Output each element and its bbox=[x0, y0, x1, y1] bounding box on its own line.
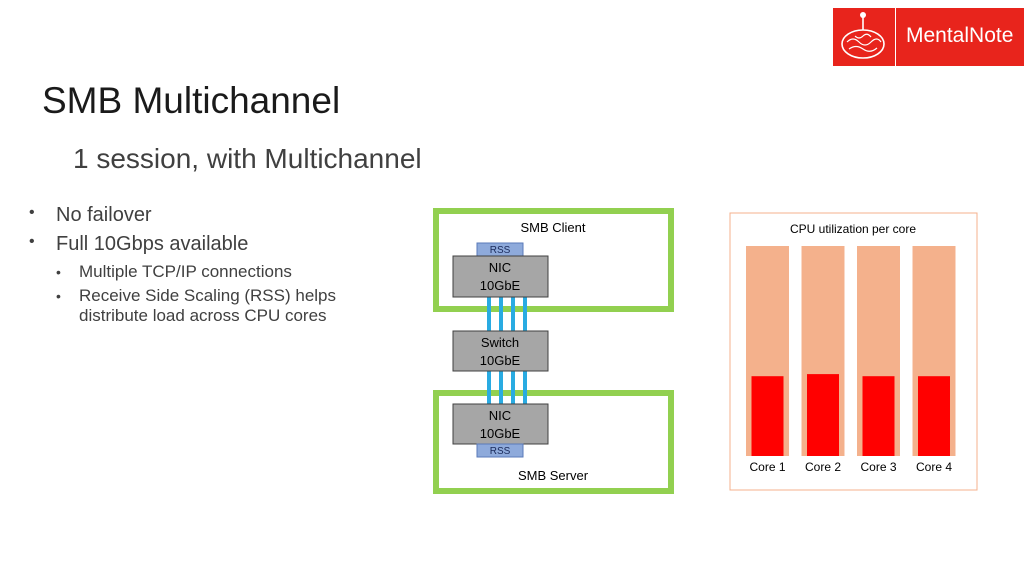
bullet-item: • Full 10Gbps available bbox=[26, 233, 386, 262]
client-nic-speed: 10GbE bbox=[480, 278, 521, 293]
page-title: SMB Multichannel bbox=[42, 80, 341, 121]
connection-links-upper bbox=[487, 297, 527, 331]
bullet-icon: • bbox=[29, 233, 35, 250]
core-label: Core 1 bbox=[749, 460, 785, 474]
smb-client-frame bbox=[433, 208, 674, 312]
logo-text: MentalNote bbox=[906, 24, 1014, 47]
bullet-list: • No failover • Full 10Gbps available • … bbox=[26, 204, 386, 330]
connection-links-lower bbox=[487, 371, 527, 404]
core-usage-bar bbox=[807, 374, 839, 456]
chart-title: CPU utilization per core bbox=[790, 222, 916, 236]
bullet-icon: • bbox=[56, 264, 61, 280]
network-diagram: SMB Client SMB Server RSS NIC 10GbE Swit… bbox=[433, 208, 674, 494]
client-nic-box bbox=[452, 255, 549, 298]
bullet-text: No failover bbox=[56, 204, 152, 226]
bullet-text: Full 10Gbps available bbox=[56, 233, 249, 255]
brain-icon bbox=[841, 12, 885, 59]
core-usage-bar bbox=[751, 376, 784, 456]
server-nic-label: NIC bbox=[489, 408, 511, 423]
sub-bullet-item: • Multiple TCP/IP connections bbox=[26, 262, 386, 282]
core-label: Core 3 bbox=[860, 460, 896, 474]
switch-label: Switch bbox=[481, 335, 519, 350]
client-rss-label: RSS bbox=[490, 245, 511, 256]
core-usage-bar bbox=[918, 376, 950, 456]
switch-box bbox=[452, 330, 549, 372]
bullet-text: Receive Side Scaling (RSS) helps distrib… bbox=[79, 286, 337, 325]
cpu-utilization-chart: CPU utilization per core Core 1 Core 2 Cor… bbox=[729, 212, 978, 491]
logo-divider bbox=[895, 8, 896, 66]
core-label: Core 2 bbox=[805, 460, 841, 474]
bullet-icon: • bbox=[56, 288, 61, 304]
smb-client-label: SMB Client bbox=[520, 220, 585, 235]
page-subtitle: 1 session, with Multichannel bbox=[73, 143, 422, 174]
client-nic-label: NIC bbox=[489, 260, 511, 275]
mentalnote-logo: MentalNote bbox=[833, 8, 1024, 66]
server-nic-box bbox=[452, 403, 549, 445]
core-label: Core 4 bbox=[916, 460, 952, 474]
smb-server-label: SMB Server bbox=[518, 468, 589, 483]
server-rss-badge bbox=[476, 443, 524, 458]
server-rss-label: RSS bbox=[490, 446, 511, 457]
core-usage-bar bbox=[862, 376, 895, 456]
bullet-text: Multiple TCP/IP connections bbox=[79, 262, 292, 281]
bullet-item: • No failover bbox=[26, 204, 386, 233]
bullet-icon: • bbox=[29, 204, 35, 221]
smb-server-frame bbox=[433, 390, 674, 494]
switch-speed: 10GbE bbox=[480, 353, 521, 368]
server-nic-speed: 10GbE bbox=[480, 426, 521, 441]
sub-bullet-item: • Receive Side Scaling (RSS) helps distr… bbox=[26, 286, 386, 326]
